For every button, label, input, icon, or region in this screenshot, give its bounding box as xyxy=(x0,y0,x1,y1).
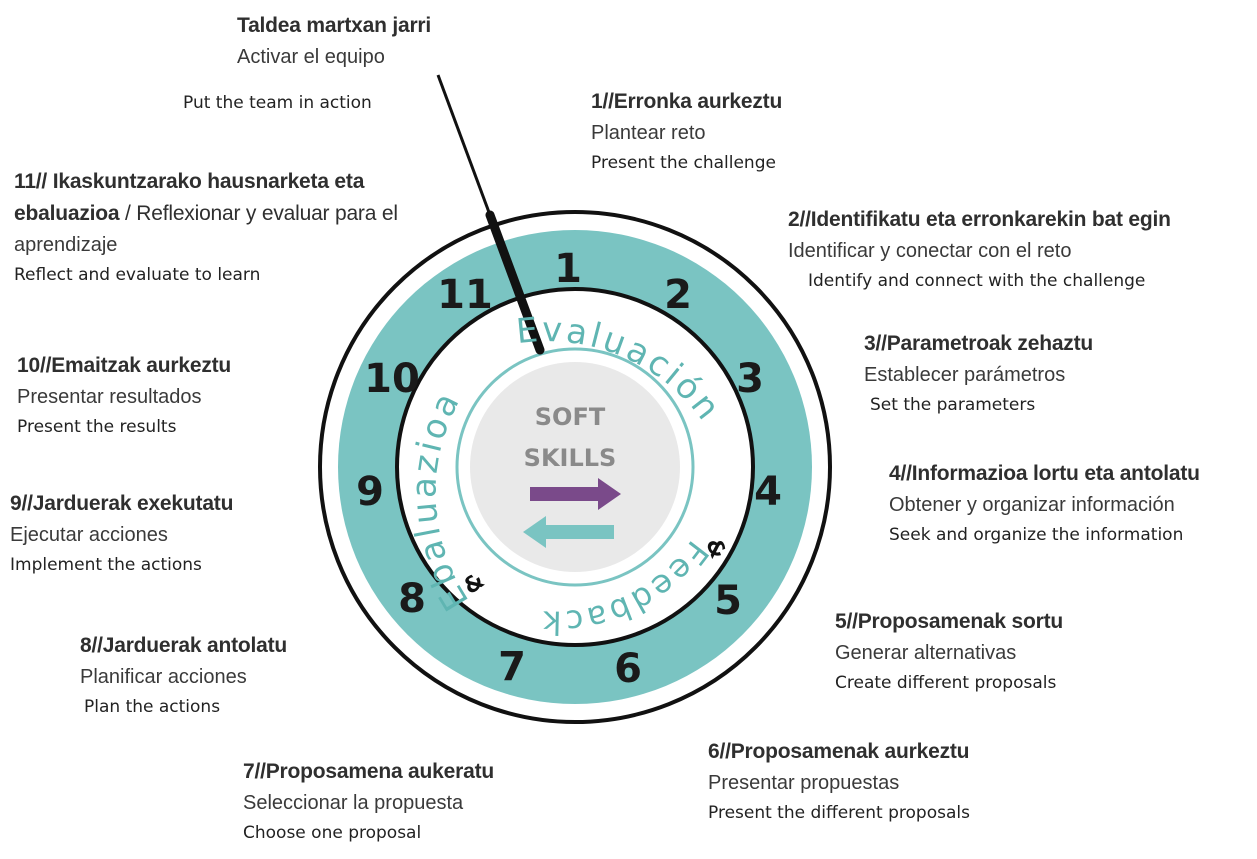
wheel-number-4: 4 xyxy=(754,469,782,515)
center-soft: SOFT xyxy=(535,403,606,431)
step-5-label: 5//Proposamenak sortu Generar alternativ… xyxy=(835,610,1063,693)
step-9-label: 9//Jarduerak exekutatu Ejecutar acciones… xyxy=(10,492,233,575)
step-11-title-line1: 11// Ikaskuntzarako hausnarketa eta xyxy=(14,170,365,193)
step-4-english: Seek and organize the information xyxy=(889,525,1184,545)
step-8-spanish: Planificar acciones xyxy=(80,666,247,688)
wheel-number-5: 5 xyxy=(714,578,742,624)
evaluation-circle-outline xyxy=(455,347,695,587)
step-11-english: Reflect and evaluate to learn xyxy=(14,265,261,285)
teal-arrow-left xyxy=(523,516,614,548)
step-1-spanish: Plantear reto xyxy=(591,122,706,144)
step-3-label: 3//Parametroak zehaztu Establecer paráme… xyxy=(864,332,1093,415)
step-11-spanish-part2: aprendizaje xyxy=(14,234,118,256)
step-7-title: 7//Proposamena aukeratu xyxy=(243,760,494,783)
step-11-label: 11// Ikaskuntzarako hausnarketa eta ebal… xyxy=(14,170,398,285)
step-10-spanish: Presentar resultados xyxy=(17,386,202,408)
step-2-english: Identify and connect with the challenge xyxy=(808,271,1146,291)
step-7-label: 7//Proposamena aukeratu Seleccionar la p… xyxy=(243,760,494,843)
step-8-english: Plan the actions xyxy=(84,697,221,717)
step-9-english: Implement the actions xyxy=(10,555,202,575)
step-11-spanish-part1: / Reflexionar y evaluar para el xyxy=(119,202,398,225)
step-3-title: 3//Parametroak zehaztu xyxy=(864,332,1094,355)
purple-arrow-right xyxy=(530,478,621,510)
step-4-label: 4//Informazioa lortu eta antolatu Obtene… xyxy=(889,462,1200,545)
step-start-title: Taldea martxan jarri xyxy=(237,14,432,37)
step-1-label: 1//Erronka aurkeztu Plantear reto Presen… xyxy=(591,90,782,173)
wheel-number-6: 6 xyxy=(614,646,642,692)
step-8-title: 8//Jarduerak antolatu xyxy=(80,634,288,657)
step-10-label: 10//Emaitzak aurkeztu Presentar resultad… xyxy=(17,354,231,437)
step-9-title: 9//Jarduerak exekutatu xyxy=(10,492,234,515)
step-start-english: Put the team in action xyxy=(183,93,372,113)
step-5-title: 5//Proposamenak sortu xyxy=(835,610,1064,633)
step-2-spanish: Identificar y conectar con el reto xyxy=(788,240,1072,262)
wheel-number-1: 1 xyxy=(554,246,582,292)
step-4-title: 4//Informazioa lortu eta antolatu xyxy=(889,462,1200,485)
step-4-spanish: Obtener y organizar información xyxy=(889,494,1175,516)
center-skills: SKILLS xyxy=(524,444,617,472)
step-9-spanish: Ejecutar acciones xyxy=(10,524,168,546)
pointer-needle-thick xyxy=(485,210,545,355)
step-5-spanish: Generar alternativas xyxy=(835,642,1017,664)
step-6-label: 6//Proposamenak aurkeztu Presentar propu… xyxy=(708,740,970,823)
wheel-number-3: 3 xyxy=(736,356,764,402)
step-start-label: Taldea martxan jarri Activar el equipo xyxy=(237,14,431,69)
step-2-label: 2//Identifikatu eta erronkarekin bat egi… xyxy=(788,208,1171,291)
step-5-english: Create different proposals xyxy=(835,673,1057,693)
center-disc xyxy=(470,362,680,572)
step-10-title: 10//Emaitzak aurkeztu xyxy=(17,354,232,377)
step-8-label: 8//Jarduerak antolatu Planificar accione… xyxy=(80,634,287,717)
step-6-english: Present the different proposals xyxy=(708,803,970,823)
step-10-english: Present the results xyxy=(17,417,177,437)
step-6-spanish: Presentar propuestas xyxy=(708,772,900,794)
step-1-title: 1//Erronka aurkeztu xyxy=(591,90,783,113)
step-2-title: 2//Identifikatu eta erronkarekin bat egi… xyxy=(788,208,1171,231)
step-3-spanish: Establecer parámetros xyxy=(864,364,1066,386)
step-7-spanish: Seleccionar la propuesta xyxy=(243,792,464,814)
wheel-number-7: 7 xyxy=(498,644,526,690)
step-7-english: Choose one proposal xyxy=(243,823,422,843)
pointer-needle-thin xyxy=(436,74,492,216)
step-start-spanish: Activar el equipo xyxy=(237,46,385,68)
step-1-english: Present the challenge xyxy=(591,153,776,173)
step-11-title-line2: ebaluazioa xyxy=(14,202,120,225)
wheel-number-10: 10 xyxy=(364,356,420,402)
wheel-number-11: 11 xyxy=(437,272,493,318)
wheel-number-9: 9 xyxy=(356,469,384,515)
wheel-number-2: 2 xyxy=(664,272,692,318)
wheel-number-8: 8 xyxy=(398,576,426,622)
step-3-english: Set the parameters xyxy=(870,395,1036,415)
step-6-title: 6//Proposamenak aurkeztu xyxy=(708,740,970,763)
